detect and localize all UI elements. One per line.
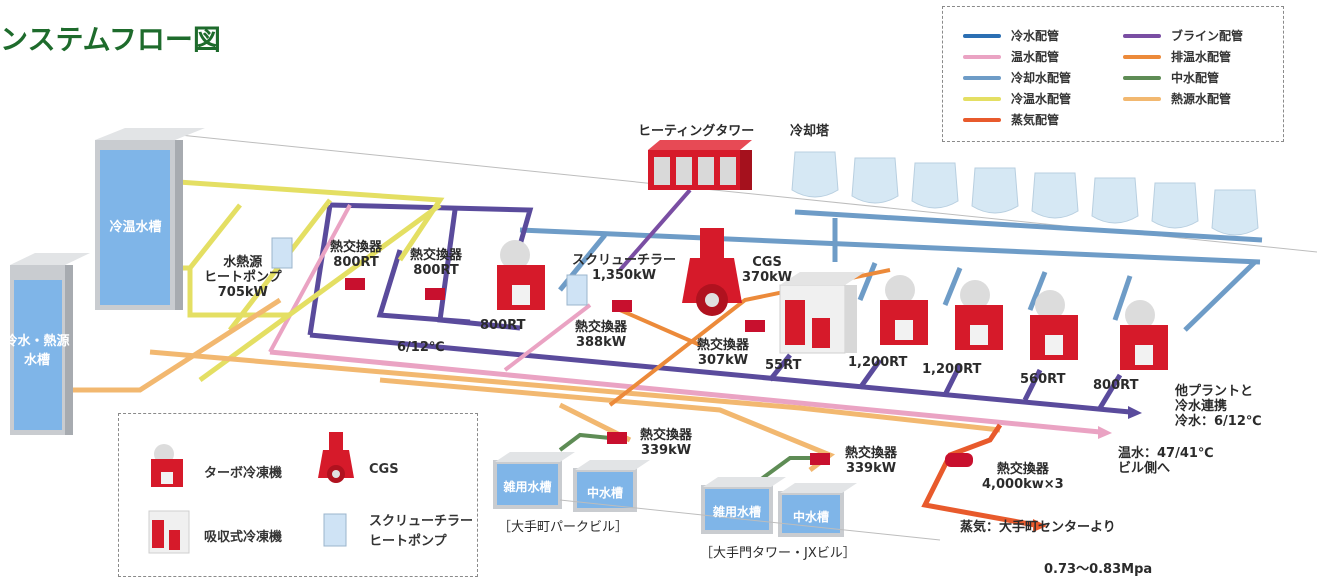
heat-exchangers: [345, 278, 973, 467]
cold-source-tank-label: 冷水・熱源 水槽: [4, 334, 70, 368]
hot-water-main: [269, 349, 1101, 435]
cold-hot-tank: [95, 128, 205, 310]
legend-coldhot: 冷温水配管: [963, 90, 1071, 107]
cgs-unit: [682, 228, 742, 316]
park-mid-tank-label: 中水槽: [586, 486, 623, 500]
abs-55-label: 55RT: [765, 358, 802, 373]
chilled-main: [309, 332, 1131, 415]
key-screw-icon: [323, 513, 347, 547]
key-cgs-icon: [318, 432, 354, 483]
page-title: ンステムフロー図: [0, 23, 221, 56]
temp-label: 6/12℃: [397, 340, 445, 355]
key-absorption-label: 吸収式冷凍機: [204, 530, 283, 545]
key-turbo-label: ターボ冷凍機: [204, 466, 283, 481]
cold-hot-tank-label: 冷温水槽: [109, 220, 162, 235]
cooling-main: [519, 227, 1261, 265]
pressure-label: 0.73〜0.83Mpa: [1044, 562, 1153, 577]
hx-339a-label: 熱交換器 339kW: [640, 428, 693, 458]
heat-pump-unit: [271, 237, 293, 269]
cgs-label: CGS 370kW: [742, 255, 793, 285]
park-building-name: ［大手町パークビル］: [498, 520, 629, 535]
legend-exhaust: 排温水配管: [1123, 48, 1231, 65]
screw-chiller-unit: [566, 274, 588, 306]
cooling-header: [794, 209, 1263, 243]
screw-label: スクリューチラー 1,350kW: [572, 253, 677, 283]
absorption-chiller: [779, 272, 865, 354]
turbo-800-label: 800RT: [480, 318, 526, 333]
park-misc-tank-label: 雑用水槽: [503, 480, 552, 494]
hx-388-label: 熱交換器 388kW: [575, 320, 628, 350]
tower-building-tanks: [701, 477, 857, 537]
heat-pump-label: 水熱源 ヒートポンプ 705kW: [204, 255, 282, 300]
tower-mid-tank-label: 中水槽: [792, 510, 829, 524]
other-plant-label: 他プラントと 冷水連携 冷水：6/12℃: [1175, 384, 1262, 429]
legend-source: 熱源水配管: [1123, 90, 1231, 107]
legend-brine: ブライン配管: [1123, 27, 1243, 44]
t1200a-label: 1,200RT: [848, 355, 908, 370]
legend-chilled: 冷水配管: [963, 27, 1059, 44]
key-absorption-icon: [148, 510, 190, 554]
cooling-tower-label: 冷却塔: [790, 124, 830, 139]
hx-307-label: 熱交換器 307kW: [697, 338, 750, 368]
key-cgs-label: CGS: [369, 462, 399, 477]
key-screw-label: スクリューチラー ヒートポンプ: [369, 514, 474, 549]
legend-cooling: 冷却水配管: [963, 69, 1071, 86]
heating-tower-label: ヒーティングタワー: [638, 124, 755, 139]
brine-pipe: [618, 188, 692, 272]
turbo-chillers: [497, 240, 1168, 370]
t1200b-label: 1,200RT: [922, 362, 982, 377]
t800b-label: 800RT: [1093, 378, 1139, 393]
steam-label: 蒸気：大手町センターより: [960, 520, 1116, 535]
hx-339b-label: 熱交換器 339kW: [845, 446, 898, 476]
legend-hot: 温水配管: [963, 48, 1059, 65]
tower-building-name: ［大手門タワー・JXビル］: [700, 546, 856, 561]
heating-tower: [648, 140, 752, 190]
hx-4000-label: 熱交換器 4,000kw×3: [982, 462, 1064, 492]
cooling-towers: [791, 151, 1259, 236]
legend-grey: 中水配管: [1123, 69, 1219, 86]
t560-label: 560RT: [1020, 372, 1066, 387]
hot-water-label: 温水：47/41℃ ビル側へ: [1118, 446, 1214, 476]
pipe-legend: 冷水配管 温水配管 冷却水配管 冷温水配管 蒸気配管 ブライン配管 排温水配管 …: [942, 6, 1284, 142]
hx2-label: 熱交換器 800RT: [410, 248, 463, 278]
tower-misc-tank-label: 雑用水槽: [712, 505, 761, 519]
park-building-tanks: [493, 452, 650, 512]
legend-steam: 蒸気配管: [963, 111, 1059, 128]
symbol-key: ターボ冷凍機 CGS 吸収式冷凍機 スクリューチラー ヒートポンプ: [118, 413, 478, 577]
key-turbo-icon: [151, 444, 183, 487]
hx1-label: 熱交換器 800RT: [330, 240, 383, 270]
cold-source-tank: [10, 253, 90, 435]
